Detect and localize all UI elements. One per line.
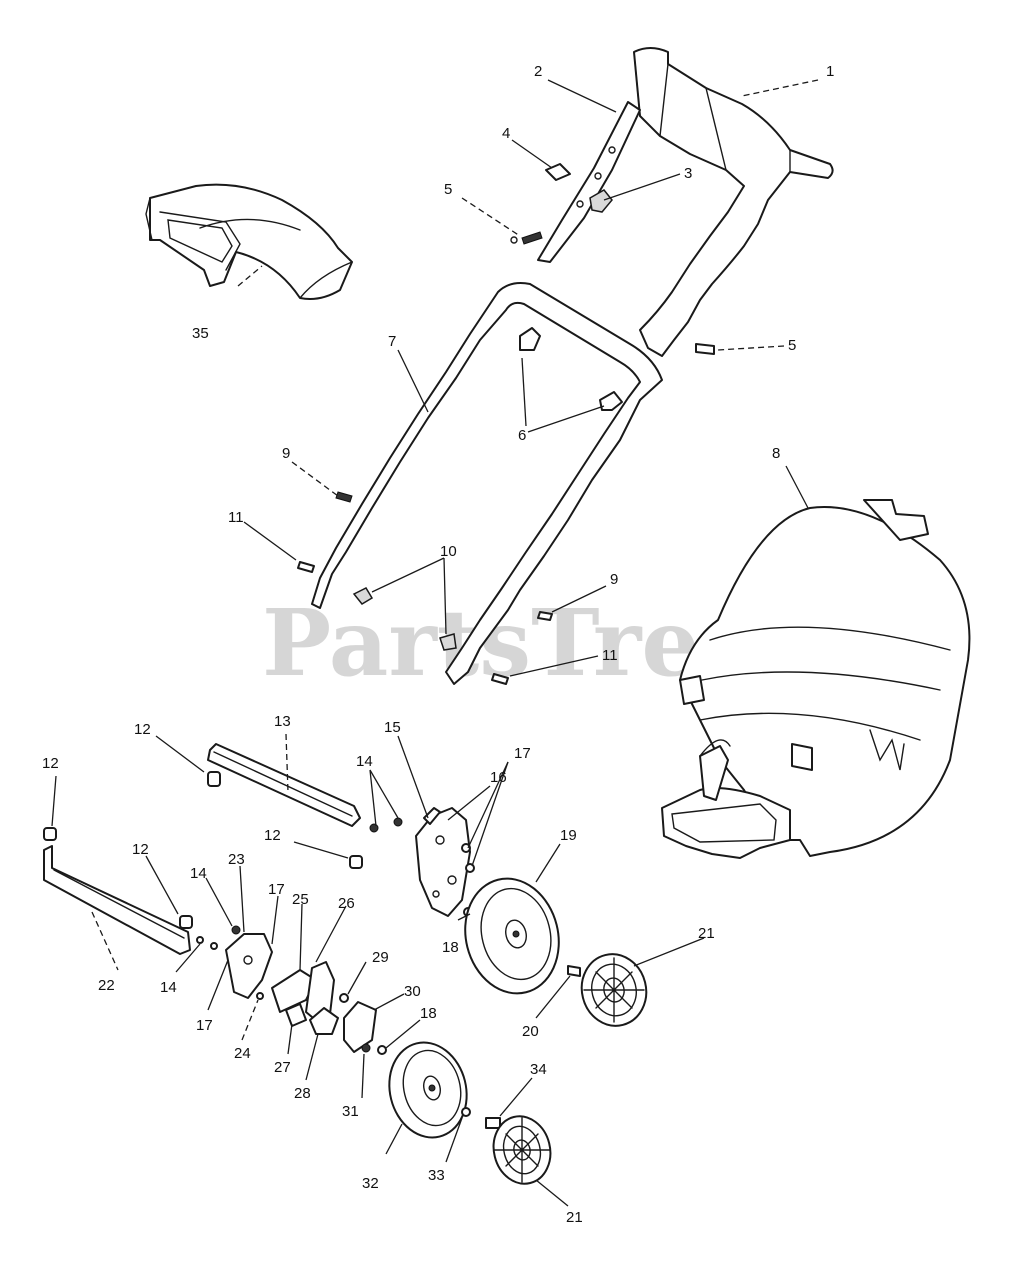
callout-20: 20 <box>522 1023 539 1040</box>
callout-29: 29 <box>372 949 389 966</box>
part-5-bolt-right <box>695 343 715 355</box>
part-12-bushing-a <box>207 771 221 787</box>
part-6-knob-lower <box>599 391 623 411</box>
part-12-bushing-c <box>179 915 193 929</box>
callout-3: 3 <box>684 165 692 182</box>
callout-5-upper: 5 <box>444 181 452 198</box>
callout-14-mid: 14 <box>190 865 207 882</box>
part-12-bushing-b <box>43 827 57 841</box>
callout-21-lower: 21 <box>566 1209 583 1226</box>
callout-12-mid: 12 <box>264 827 281 844</box>
callout-23: 23 <box>228 851 245 868</box>
callout-4: 4 <box>502 125 510 142</box>
part-22-height-rod <box>43 845 191 955</box>
callout-11-left: 11 <box>228 509 244 526</box>
callout-6: 6 <box>518 427 526 444</box>
callout-34: 34 <box>530 1061 547 1078</box>
callout-35: 35 <box>192 325 209 342</box>
callout-31: 31 <box>342 1103 359 1120</box>
part-17-washer-a <box>461 843 471 853</box>
callout-17-lower: 17 <box>196 1017 213 1034</box>
part-29-nut <box>339 993 349 1003</box>
callout-12-top: 12 <box>134 721 151 738</box>
part-2-handle-bracket <box>537 101 641 263</box>
callout-2: 2 <box>534 63 542 80</box>
callout-14-upper: 14 <box>356 753 373 770</box>
part-5-bolt-upper <box>521 231 543 245</box>
part-31-nut <box>361 1043 371 1053</box>
part-21-hubcap-upper <box>580 953 648 1027</box>
part-19-rear-wheel <box>464 877 560 995</box>
callout-22: 22 <box>98 977 115 994</box>
callout-28: 28 <box>294 1085 311 1102</box>
callout-1: 1 <box>826 63 834 80</box>
part-11-bolt-right <box>491 673 509 685</box>
part-9-bolt-left <box>335 491 353 503</box>
callout-32: 32 <box>362 1175 379 1192</box>
part-10-knob-left <box>352 587 374 605</box>
callout-11-right: 11 <box>602 647 618 664</box>
part-6-knob-upper <box>519 327 541 351</box>
callout-12-left: 12 <box>42 755 59 772</box>
part-20-axle-bolt <box>567 965 581 977</box>
callout-10: 10 <box>440 543 457 560</box>
part-12-bushing-d <box>349 855 363 869</box>
part-8-grass-bag <box>661 499 971 859</box>
part-17-washer-c <box>210 942 218 950</box>
part-21-hubcap-lower <box>492 1115 552 1185</box>
callout-15: 15 <box>384 719 401 736</box>
part-32-front-wheel <box>388 1041 468 1139</box>
callout-7: 7 <box>388 333 396 350</box>
callout-17-upper: 17 <box>514 745 531 762</box>
callout-16: 16 <box>490 769 507 786</box>
callout-24: 24 <box>234 1045 251 1062</box>
part-13-axle-rod <box>207 743 361 827</box>
callout-18-upper: 18 <box>442 939 459 956</box>
callout-30: 30 <box>404 983 421 1000</box>
callout-26: 26 <box>338 895 355 912</box>
part-14-nut-a <box>393 817 403 827</box>
callout-9-right: 9 <box>610 571 618 588</box>
callout-14-lower: 14 <box>160 979 177 996</box>
part-35-discharge-chute <box>145 183 353 300</box>
callout-5-right: 5 <box>788 337 796 354</box>
part-34-bolt <box>485 1117 501 1129</box>
part-18-washer-b <box>377 1045 387 1055</box>
callout-21-upper: 21 <box>698 925 715 942</box>
callout-17-mid: 17 <box>268 881 285 898</box>
part-33-washer <box>461 1107 471 1117</box>
part-14-nut-c <box>231 925 241 935</box>
callout-25: 25 <box>292 891 309 908</box>
part-30-plate <box>343 1001 377 1053</box>
part-27-link <box>285 1003 307 1027</box>
part-14-washer <box>196 936 204 944</box>
part-3-knob <box>589 189 613 213</box>
callout-19: 19 <box>560 827 577 844</box>
callout-12-lower: 12 <box>132 841 149 858</box>
leader-lines <box>51 79 819 1207</box>
part-10-knob-right <box>439 633 457 651</box>
callout-18-lower: 18 <box>420 1005 437 1022</box>
part-11-bolt-left <box>297 561 315 573</box>
callout-13: 13 <box>274 713 291 730</box>
part-23-adjuster-plate <box>225 933 273 999</box>
part-1-upper-handle <box>633 47 834 357</box>
callout-9-left: 9 <box>282 445 290 462</box>
part-28-cam <box>309 1007 339 1035</box>
part-24-bolt <box>256 992 264 1000</box>
part-15-spring <box>423 807 441 825</box>
callout-8: 8 <box>772 445 780 462</box>
part-9-bolt-right <box>537 611 553 621</box>
part-14-nut-b <box>369 823 379 833</box>
callout-27: 27 <box>274 1059 291 1076</box>
part-16-bracket <box>415 807 471 917</box>
callout-33: 33 <box>428 1167 445 1184</box>
part-7-lower-handle <box>311 282 663 685</box>
